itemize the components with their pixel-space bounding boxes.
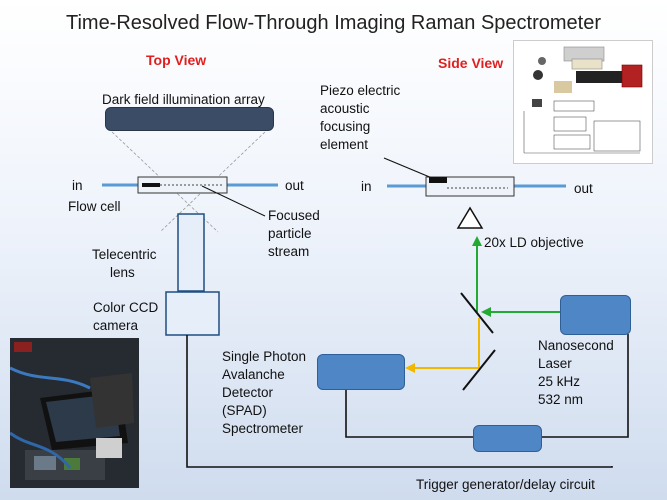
- ccd-label: Color CCD camera: [93, 299, 158, 335]
- telecentric-line-2: lens: [110, 265, 135, 280]
- spad-line-3: Detector: [222, 385, 274, 400]
- top-view-heading: Top View: [146, 52, 207, 68]
- fold-mirror: [462, 349, 496, 391]
- laser-line-1: Nanosecond: [538, 338, 614, 353]
- dark-field-label: Dark field illumination array: [102, 92, 265, 107]
- piezo-line-2: acoustic: [320, 101, 370, 116]
- focused-line-3: stream: [268, 244, 310, 259]
- camera-cable: [186, 335, 613, 468]
- spad-line-1: Single Photon: [222, 349, 307, 364]
- green-arrow-left: [481, 307, 491, 317]
- top-out-label: out: [285, 178, 304, 193]
- ccd-line-2: camera: [93, 318, 139, 333]
- objective-label: 20x LD objective: [484, 235, 584, 250]
- green-arrow-up: [472, 236, 482, 246]
- focused-label: Focused particle stream: [268, 207, 320, 261]
- spad-line-4: (SPAD): [222, 403, 267, 418]
- focused-line-1: Focused: [268, 208, 320, 223]
- ccd-camera: [165, 291, 220, 336]
- spad-box: [317, 354, 405, 390]
- yellow-arrow-left: [405, 363, 415, 373]
- page-title: Time-Resolved Flow-Through Imaging Raman…: [65, 12, 602, 34]
- lab-photo: [10, 338, 139, 488]
- trigger-box: [473, 425, 542, 452]
- piezo-line-3: focusing: [320, 119, 371, 134]
- piezo-line-1: Piezo electric: [320, 83, 401, 98]
- laser-line-4: 532 nm: [538, 392, 584, 407]
- telecentric-lens: [177, 213, 205, 292]
- dark-field-array: [105, 107, 274, 131]
- telecentric-label: Telecentric lens: [92, 246, 157, 282]
- laser-box: [560, 295, 631, 335]
- inset-photo: [513, 40, 653, 164]
- photo-placeholder-inset: [523, 46, 643, 154]
- laser-line-2: Laser: [538, 356, 572, 371]
- focused-line-2: particle: [268, 226, 312, 241]
- flow-cell-label: Flow cell: [68, 199, 121, 214]
- piezo-element: [429, 177, 447, 183]
- spad-label: Single Photon Avalanche Detector (SPAD) …: [222, 348, 306, 438]
- flow-cell-top: [137, 176, 228, 194]
- objective-triangle: [456, 206, 484, 229]
- piezo-line-4: element: [320, 137, 369, 152]
- laser-cable: [540, 334, 629, 438]
- telecentric-line-1: Telecentric: [92, 247, 157, 262]
- spad-line-5: Spectrometer: [222, 421, 304, 436]
- side-out-label: out: [574, 181, 593, 196]
- stream-marker-top: [142, 183, 160, 187]
- laser-label: Nanosecond Laser 25 kHz 532 nm: [538, 337, 614, 409]
- trigger-label: Trigger generator/delay circuit: [416, 477, 595, 492]
- top-in-label: in: [72, 178, 83, 193]
- photo-placeholder-lab: [10, 338, 139, 488]
- focused-pointer: [201, 185, 266, 217]
- spad-cable: [345, 390, 473, 438]
- piezo-pointer: [383, 157, 433, 179]
- spad-line-2: Avalanche: [222, 367, 285, 382]
- side-view-heading: Side View: [438, 55, 504, 71]
- dichroic-mirror: [460, 292, 494, 334]
- laser-line-3: 25 kHz: [538, 374, 581, 389]
- ccd-line-1: Color CCD: [93, 300, 159, 315]
- piezo-label: Piezo electric acoustic focusing element: [320, 82, 400, 154]
- side-in-label: in: [361, 179, 372, 194]
- flow-cell-side: [425, 176, 515, 197]
